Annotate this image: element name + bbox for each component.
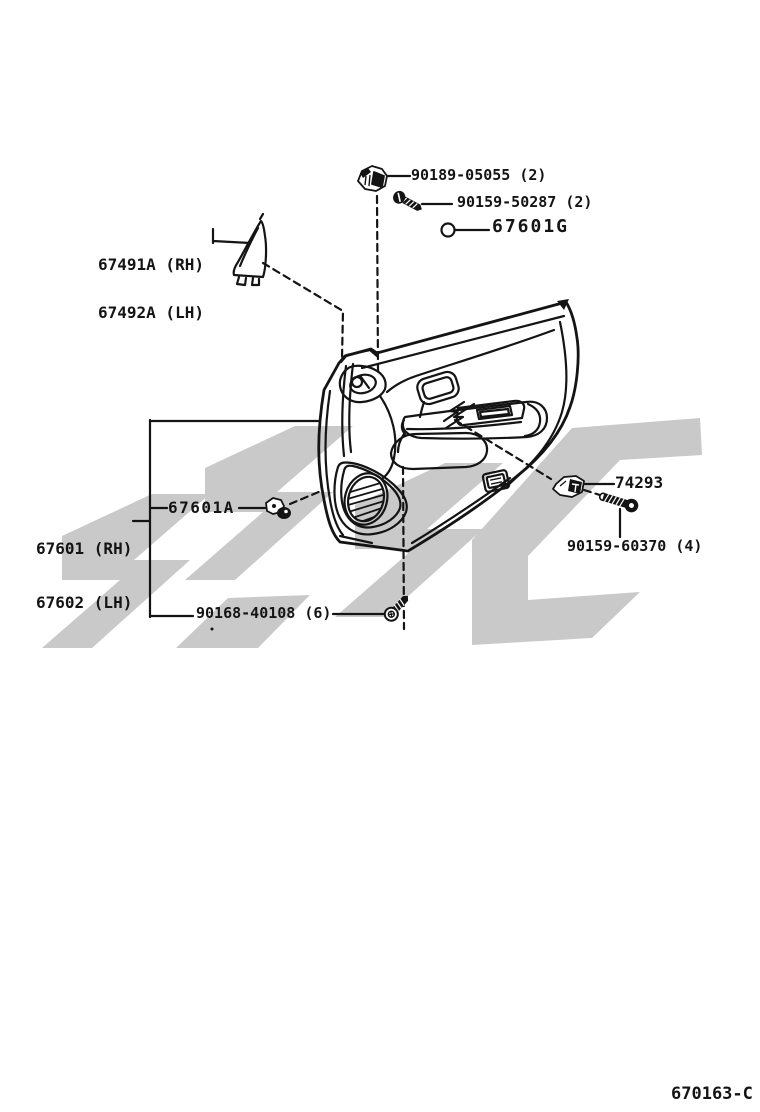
part-label-90189-05055: 90189-05055 (2) xyxy=(411,166,547,184)
corner-mark xyxy=(557,299,569,310)
screw-icon-top xyxy=(393,190,422,211)
part-label-67601a: 67601A xyxy=(168,498,235,517)
door-outline xyxy=(317,300,580,553)
part-label-67601g: 67601G xyxy=(492,216,570,237)
sail-panel-drawing xyxy=(232,212,268,287)
window-switch-bezel xyxy=(416,370,460,406)
part-label-90168-40108: 90168-40108 (6) xyxy=(196,604,332,622)
stray-dot xyxy=(210,627,214,631)
door-handle-bezel xyxy=(338,348,387,404)
screw-icon-right xyxy=(598,492,639,513)
part-label-67602: 67602 (LH) xyxy=(36,593,133,612)
bracket-lines xyxy=(131,418,320,619)
clip-icon-top xyxy=(357,165,388,192)
part-label-67491a: 67491A (RH) xyxy=(98,255,204,274)
figure-code: 670163-C xyxy=(671,1084,753,1104)
part-label-90159-50287: 90159-50287 (2) xyxy=(457,193,593,211)
part-label-sail-panel: 67491A (RH) 67492A (LH) xyxy=(98,225,204,353)
part-label-trim-board: 67601 (RH) 67602 (LH) xyxy=(36,504,132,648)
part-label-90159-60370: 90159-60370 (4) xyxy=(567,537,703,555)
reflector xyxy=(481,469,511,493)
part-label-74293: 74293 xyxy=(615,473,664,492)
part-label-67601: 67601 (RH) xyxy=(36,539,133,558)
screw-icon-bottom xyxy=(383,595,409,622)
armrest xyxy=(400,400,549,440)
grommet-icon xyxy=(440,222,456,238)
part-label-67492a: 67492A (LH) xyxy=(98,303,204,322)
clip-icon-74293 xyxy=(552,475,585,498)
clip-icon-67601a xyxy=(265,497,291,519)
lock-knob xyxy=(350,375,364,389)
leader-lines xyxy=(131,174,622,619)
